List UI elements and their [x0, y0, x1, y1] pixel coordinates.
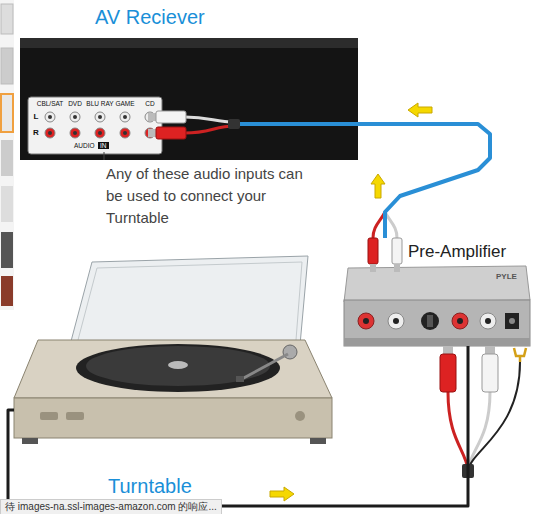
leader-line — [104, 152, 105, 160]
input-label: CD — [145, 100, 154, 107]
preamp-box: Pre-Amplifier — [342, 238, 534, 346]
panel-label: AUDIO — [74, 142, 95, 149]
input-label: GAME — [115, 100, 134, 107]
receiver-body — [20, 38, 358, 160]
input-label: CBL/SAT — [37, 100, 64, 107]
rca-plugs-receiver — [148, 111, 358, 139]
status-bar: 待 images-na.ssl-images-amazon.com 的响应... — [0, 499, 222, 514]
receiver-box: AV Reciever — [20, 38, 358, 160]
panel-label: IN — [98, 142, 109, 149]
input-label: DVD — [68, 100, 82, 107]
rca-plugs-preamp-bottom — [440, 346, 526, 478]
preamp-body — [344, 266, 530, 346]
flow-arrow — [270, 487, 294, 501]
device-title: Pre-Amplifier — [408, 242, 506, 262]
thumbnail-strip — [0, 0, 14, 310]
turntable-drawing — [14, 256, 332, 444]
flow-arrow — [371, 174, 385, 198]
flow-arrow — [408, 103, 432, 117]
device-title: Turntable — [108, 475, 192, 498]
brand-mark: PYLE — [496, 272, 517, 281]
device-title: AV Reciever — [95, 6, 205, 29]
channel-label: R — [33, 128, 39, 137]
callout-note: Any of these audio inputs can be used to… — [106, 163, 316, 228]
channel-label: L — [34, 112, 39, 121]
audio-cable — [8, 346, 468, 506]
input-label: BLU RAY — [86, 100, 113, 107]
turntable-box: Turntable — [14, 255, 334, 502]
audio-cable — [358, 124, 490, 238]
